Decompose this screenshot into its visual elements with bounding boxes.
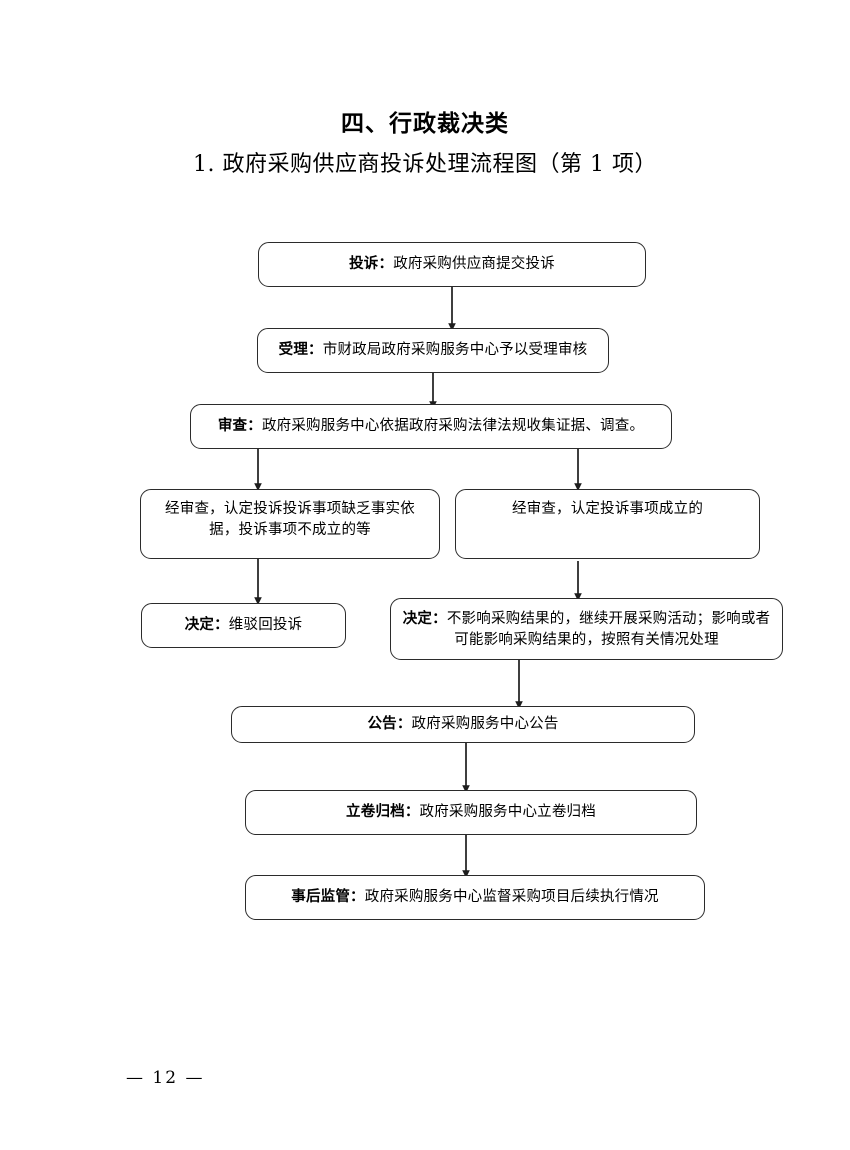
page-title: 四、行政裁决类 [341,111,509,137]
node-acceptance-text: 市财政局政府采购服务中心予以受理审核 [322,342,588,359]
node-archiving-label: 立卷归档：政府采购服务中心立卷归档 [256,801,686,823]
node-decision-handle-label: 决定：不影响采购结果的，继续开展采购活动；影响或者可能影响采购结果的，按照有关情… [401,608,772,651]
node-complaint[interactable]: 投诉：政府采购供应商提交投诉 [258,242,646,287]
node-archiving[interactable]: 立卷归档：政府采购服务中心立卷归档 [245,790,697,835]
node-review-label: 审查：政府采购服务中心依据政府采购法律法规收集证据、调查。 [201,415,661,437]
node-decision-handle-text: 不影响采购结果的，继续开展采购活动；影响或者可能影响采购结果的，按照有关情况处理 [446,611,771,649]
node-complaint-text: 政府采购供应商提交投诉 [393,256,555,273]
node-branch-unfounded[interactable]: 经审查，认定投诉投诉事项缺乏事实依据，投诉事项不成立的等 [140,489,440,559]
node-review[interactable]: 审查：政府采购服务中心依据政府采购法律法规收集证据、调查。 [190,404,672,449]
node-branch-founded-label: 经审查，认定投诉事项成立的 [511,501,704,517]
node-acceptance-label: 受理：市财政局政府采购服务中心予以受理审核 [268,339,598,361]
node-complaint-prefix: 投诉： [349,255,394,273]
node-announcement[interactable]: 公告：政府采购服务中心公告 [231,706,695,743]
node-archiving-prefix: 立卷归档： [346,803,420,821]
node-decision-handle[interactable]: 决定：不影响采购结果的，继续开展采购活动；影响或者可能影响采购结果的，按照有关情… [390,598,783,660]
node-supervision-label: 事后监管：政府采购服务中心监督采购项目后续执行情况 [256,886,694,908]
node-review-prefix: 审查： [217,417,262,435]
node-decision-reject[interactable]: 决定：维驳回投诉 [141,603,346,648]
node-decision-reject-prefix: 决定： [184,616,229,634]
node-archiving-text: 政府采购服务中心立卷归档 [419,804,596,821]
node-announcement-prefix: 公告： [367,715,412,733]
node-supervision-text: 政府采购服务中心监督采购项目后续执行情况 [364,889,659,906]
node-decision-handle-prefix: 决定： [402,610,447,627]
node-review-text: 政府采购服务中心依据政府采购法律法规收集证据、调查。 [261,418,645,435]
node-supervision[interactable]: 事后监管：政府采购服务中心监督采购项目后续执行情况 [245,875,705,920]
node-announcement-text: 政府采购服务中心公告 [411,716,559,733]
node-acceptance-prefix: 受理： [278,341,323,359]
node-announcement-label: 公告：政府采购服务中心公告 [242,713,684,735]
node-branch-unfounded-label: 经审查，认定投诉投诉事项缺乏事实依据，投诉事项不成立的等 [165,501,415,539]
node-decision-reject-text: 维驳回投诉 [228,617,303,634]
node-supervision-prefix: 事后监管： [291,888,365,906]
node-complaint-label: 投诉：政府采购供应商提交投诉 [269,253,635,275]
page-subtitle: 1. 政府采购供应商投诉处理流程图（第 1 项） [193,152,657,177]
node-decision-reject-label: 决定：维驳回投诉 [152,614,335,636]
node-acceptance[interactable]: 受理：市财政局政府采购服务中心予以受理审核 [257,328,609,373]
page-number: — 12 — [126,1068,205,1088]
node-branch-founded[interactable]: 经审查，认定投诉事项成立的 [455,489,760,559]
